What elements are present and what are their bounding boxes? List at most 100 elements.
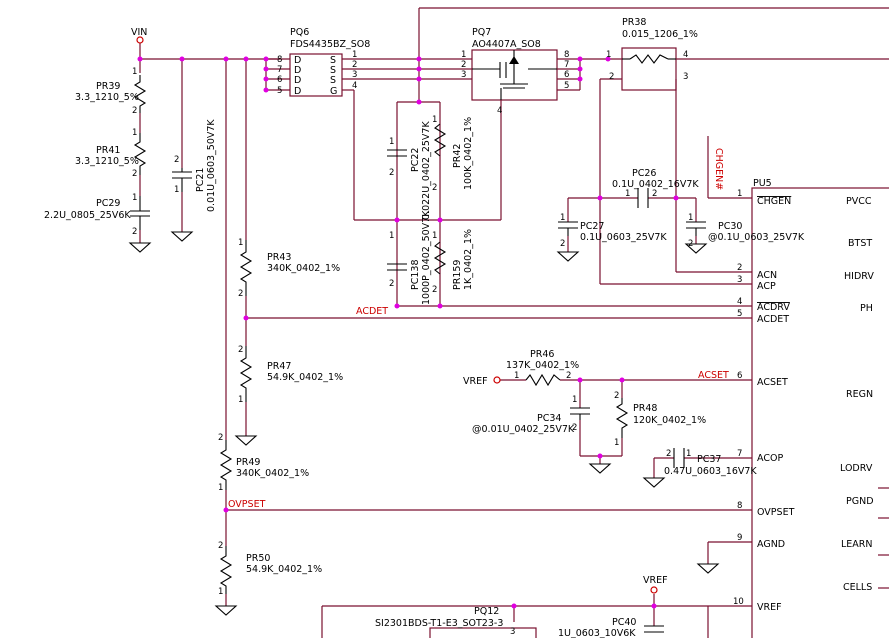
svg-text:1: 1 [132,128,137,138]
pu5-right-pins: PVCC BTST HIDRV PH REGN LODRV PGND LEARN… [840,196,874,593]
svg-text:S: S [330,75,336,86]
svg-text:1: 1 [572,395,577,405]
svg-text:1: 1 [432,115,437,125]
svg-text:CELLS: CELLS [843,582,872,593]
svg-text:8: 8 [737,501,742,511]
pc40-capacitor [644,625,664,633]
svg-text:1: 1 [432,231,437,241]
pr46-resistor [525,373,561,387]
svg-text:2: 2 [132,106,137,116]
ground-symbol [234,435,258,446]
svg-text:2: 2 [174,155,179,165]
pq6-value: FDS4435BZ_SO8 [290,39,370,50]
svg-text:1: 1 [606,50,611,60]
svg-text:2: 2 [566,371,571,381]
wires [139,7,889,638]
svg-text:2: 2 [560,239,565,249]
svg-text:1: 1 [686,449,691,459]
pq7-value: AO4407A_SO8 [472,39,541,50]
pr38-sense-resistor [621,47,677,91]
pq12-value: SI2301BDS-T1-E3_SOT23-3 [375,618,503,629]
svg-text:2: 2 [132,169,137,179]
svg-text:VREF: VREF [757,602,782,613]
svg-text:4: 4 [352,81,357,91]
svg-text:2: 2 [432,285,437,295]
svg-text:1: 1 [737,189,742,199]
svg-text:LODRV: LODRV [840,463,873,474]
pu5-ref: PU5 [753,178,772,189]
pr50-value: 54.9K_0402_1% [246,564,322,575]
svg-text:G: G [330,86,337,97]
ground-symbol [556,251,580,262]
pr47-ref: PR47 [267,361,291,372]
svg-text:3: 3 [683,72,688,82]
pc21-ref: PC21 [195,168,206,192]
svg-text:1: 1 [389,231,394,241]
ground-symbol [696,563,720,574]
pc21-value: 0.01U_0603_50V7K [206,119,217,212]
svg-text:2: 2 [461,60,466,70]
pq6-pin-labels: 8 7 6 5 D D D D S S S G 1 2 3 4 [277,50,357,97]
pc22-value: 0.022U_0402_25V7K [421,121,432,220]
pr39-ref: PR39 [96,81,120,92]
pq12-ref: PQ12 [474,606,499,617]
pc21-capacitor [172,168,192,192]
svg-text:1: 1 [174,185,179,195]
svg-text:2: 2 [218,433,223,443]
pc30-value: @0.1U_0603_25V7K [708,232,805,243]
svg-text:2: 2 [737,263,742,273]
svg-text:5: 5 [277,86,282,96]
vin-terminal [136,36,144,44]
pr41-resistor [133,133,147,175]
svg-text:ACOP: ACOP [757,453,783,464]
svg-text:3: 3 [461,70,466,80]
pr47-resistor [239,346,253,402]
pr43-value: 340K_0402_1% [267,263,340,274]
net-label-chgen: CHGEN# [713,148,724,190]
pq6-mosfet-body [289,53,343,97]
net-label-vref: VREF [643,575,668,586]
pc22-capacitor [387,149,407,157]
svg-text:1: 1 [688,213,693,223]
svg-text:2: 2 [389,168,394,178]
svg-text:3: 3 [737,275,742,285]
pc26-capacitor [637,188,649,208]
svg-text:1: 1 [389,137,394,147]
pc30-capacitor [686,221,706,236]
pc22-ref: PC22 [410,148,421,172]
pr49-ref: PR49 [236,457,260,468]
svg-text:5: 5 [564,81,569,91]
pr39-value: 3.3_1210_5% [75,92,139,103]
pr42-ref: PR42 [452,144,463,168]
pc29-ref: PC29 [96,198,120,209]
pc27-capacitor [558,221,578,236]
svg-text:ACN: ACN [757,270,777,281]
svg-text:6: 6 [737,371,742,381]
net-label-ovpset: OVPSET [228,499,266,510]
pc26-value: 0.1U_0402_16V7K [612,179,699,190]
svg-text:4: 4 [737,297,742,307]
pc37-capacitor [673,448,685,468]
pc30-ref: PC30 [718,221,742,232]
pr41-value: 3.3_1210_5% [75,156,139,167]
pr39-resistor [133,75,147,113]
svg-text:1: 1 [560,213,565,223]
svg-text:3: 3 [510,627,515,637]
svg-text:8: 8 [564,50,569,60]
svg-text:2: 2 [652,189,657,199]
pr50-resistor [219,546,233,594]
pq6-ref: PQ6 [290,27,309,38]
net-label-acset: ACSET [698,370,729,381]
svg-text:1: 1 [132,193,137,203]
svg-text:2: 2 [132,227,137,237]
svg-text:2: 2 [432,183,437,193]
pu5-charger-ic-body [751,187,889,638]
svg-text:D: D [294,65,301,76]
svg-text:7: 7 [564,60,569,70]
svg-text:ACDET: ACDET [757,314,789,325]
svg-text:HIDRV: HIDRV [844,271,874,282]
pr43-resistor [239,240,253,296]
svg-text:2: 2 [238,345,243,355]
pc40-value: 1U_0603_10V6K [558,628,636,638]
